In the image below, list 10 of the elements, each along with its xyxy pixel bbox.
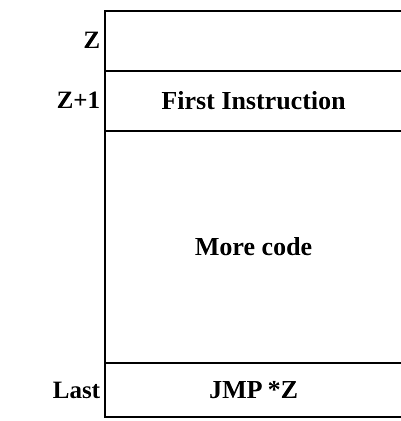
address-label: Last [52, 378, 100, 402]
cell-text: First Instruction [161, 88, 346, 114]
address-label: Z [83, 28, 100, 52]
empty-memory-cell [104, 10, 401, 70]
address-label: Z+1 [56, 88, 100, 112]
cell-text: More code [194, 234, 312, 260]
memory-cell [104, 70, 401, 130]
cell-text: JMP *Z [209, 377, 298, 403]
memory-cell [104, 130, 401, 362]
memory-cell [104, 362, 401, 418]
